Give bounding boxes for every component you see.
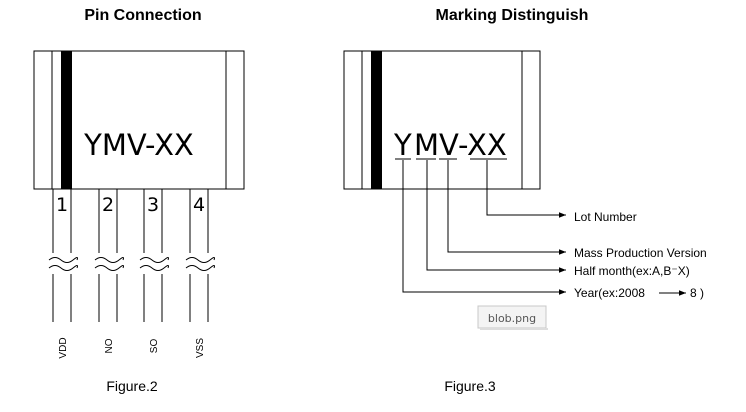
marking-m: M [414,128,439,162]
pin-4 [185,189,215,322]
chip-body-left [33,50,245,190]
pin-2 [94,189,124,322]
pin-3-number: 3 [147,194,159,216]
figure-2-caption: Figure.2 [106,378,158,394]
pin-2-number: 2 [102,194,114,216]
chip-body-right [343,50,541,190]
marking-v: V [439,128,459,162]
marking-y: Y [393,128,412,162]
pin-2-name: NO [104,338,115,353]
chip-label-left: YMV-XX [83,128,194,162]
legend-year-suffix: 8 ) [690,286,704,300]
legend-year-prefix: Year(ex:2008 [574,286,645,300]
legend-lot-number: Lot Number [574,210,637,224]
pin-3-name: SO [149,339,160,354]
badge-label: blob.png [488,312,536,325]
legend-mass-production-version: Mass Production Version [574,246,707,260]
pin-4-name: VSS [195,338,206,358]
pin-1-number: 1 [56,194,68,216]
marking-distinguish-title: Marking Distinguish [436,7,589,24]
blob-png-badge: blob.png [477,305,548,330]
pin-connection-title: Pin Connection [84,7,201,24]
legend-half-month: Half month(ex:A,B⁻X) [574,264,690,278]
pin-1-name: VDD [58,337,69,358]
pin-4-number: 4 [193,194,205,216]
marking-xx: -XX [458,128,507,162]
pin-1 [48,189,78,322]
figure-3-caption: Figure.3 [444,378,496,394]
pin-3 [139,189,169,322]
leader-lines [402,160,566,295]
